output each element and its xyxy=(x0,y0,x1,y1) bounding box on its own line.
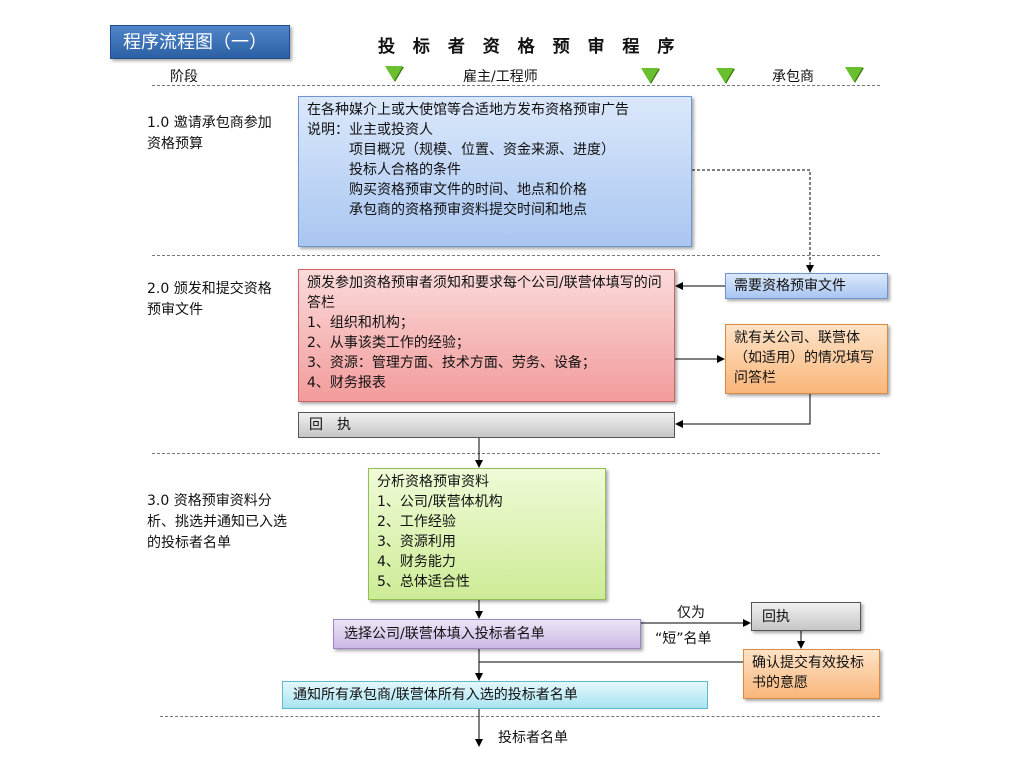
publish-sub-item: 项目概况（规模、位置、资金来源、进度） xyxy=(349,142,615,158)
publish-sub-item: 投标人合格的条件 xyxy=(349,162,461,178)
row-divider xyxy=(160,716,880,717)
confirm-intent-box: 确认提交有效投标书的意愿 xyxy=(743,649,880,699)
fill-questionnaire-box: 就有关公司、联营体（如适用）的情况填写问答栏 xyxy=(725,324,888,394)
header-employer: 雇主/工程师 xyxy=(463,69,538,85)
triangle-marker-icon xyxy=(845,67,863,82)
issue-line: 2、从事该类工作的经验； xyxy=(307,335,470,351)
publish-sub-item: 购买资格预审文件的时间、地点和价格 xyxy=(349,182,587,198)
analyze-line: 分析资格预审资料 xyxy=(377,474,489,490)
triangle-marker-icon xyxy=(385,66,403,81)
stage-label-1: 1.0 邀请承包商参加资格预算 xyxy=(147,115,272,152)
arrow-fill-to-receipt xyxy=(675,394,811,428)
need-documents-box: 需要资格预审文件 xyxy=(725,273,888,299)
analyze-line: 3、资源利用 xyxy=(377,534,456,550)
select-shortlist-box: 选择公司/联营体填入投标者名单 xyxy=(333,619,641,649)
header-contractor: 承包商 xyxy=(772,69,814,85)
analyze-line: 1、公司/联营体机构 xyxy=(377,494,503,510)
issue-line: 颁发参加资格预审者须知和要求每个公司/联营体填写的问答栏 xyxy=(307,275,662,311)
notify-box: 通知所有承包商/联营体所有入选的投标者名单 xyxy=(282,681,708,709)
analyze-line: 4、财务能力 xyxy=(377,554,456,570)
issue-line: 3、资源：管理方面、技术方面、劳务、设备； xyxy=(307,355,596,371)
issue-line: 4、财务报表 xyxy=(307,375,386,391)
page-title: 投 标 者 资 格 预 审 程 序 xyxy=(378,37,681,57)
triangle-marker-icon xyxy=(716,68,734,83)
receipt-box: 回 执 xyxy=(298,412,675,438)
analyze-line: 5、总体适合性 xyxy=(377,574,470,590)
stage-label-2: 2.0 颁发和提交资格预审文件 xyxy=(147,281,272,318)
publish-notice-box: 在各种媒介上或大使馆等合适地方发布资格预审广告 说明：业主或投资人 项目概况（规… xyxy=(298,96,692,247)
row-divider xyxy=(152,255,880,256)
publish-line: 说明：业主或投资人 xyxy=(307,122,433,138)
flowchart-badge: 程序流程图（一） xyxy=(110,25,290,59)
short-list-label: “短”名单 xyxy=(655,631,712,647)
publish-sub-item: 承包商的资格预审资料提交时间和地点 xyxy=(349,202,587,218)
dashed-connector xyxy=(692,169,814,273)
receipt-box-2: 回执 xyxy=(751,602,861,631)
only-label: 仅为 xyxy=(677,605,705,621)
analyze-box: 分析资格预审资料 1、公司/联营体机构 2、工作经验 3、资源利用 4、财务能力… xyxy=(368,468,606,600)
row-divider xyxy=(152,453,880,454)
analyze-line: 2、工作经验 xyxy=(377,514,456,530)
issue-line: 1、组织和机构； xyxy=(307,315,414,331)
row-divider xyxy=(152,85,880,86)
stage-label-3: 3.0 资格预审资料分析、挑选并通知已入选的投标者名单 xyxy=(147,493,287,551)
issue-documents-box: 颁发参加资格预审者须知和要求每个公司/联营体填写的问答栏 1、组织和机构； 2、… xyxy=(298,269,675,402)
triangle-marker-icon xyxy=(641,68,659,83)
final-list-label: 投标者名单 xyxy=(498,730,568,746)
publish-line: 在各种媒介上或大使馆等合适地方发布资格预审广告 xyxy=(307,102,629,118)
header-stage: 阶段 xyxy=(170,69,198,85)
